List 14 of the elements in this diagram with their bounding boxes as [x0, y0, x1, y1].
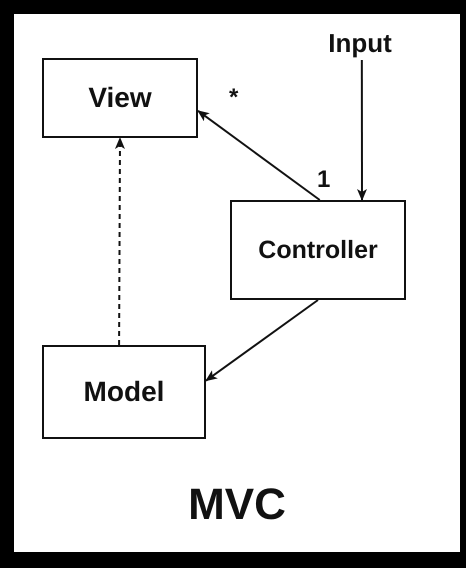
class-box — [42, 58, 198, 138]
diagram-title: MVC — [187, 480, 287, 530]
arrow — [197, 110, 320, 201]
multiplicity-label: 1 — [317, 166, 330, 194]
multiplicity-label: * — [229, 84, 238, 112]
box-label: View — [88, 82, 152, 114]
input-label: Input — [328, 28, 392, 58]
class-box — [42, 345, 206, 439]
arrow — [205, 299, 319, 382]
arrow — [356, 60, 367, 201]
class-box — [230, 200, 406, 300]
arrow — [114, 137, 125, 345]
box-label: Model — [84, 376, 164, 408]
box-label: Controller — [258, 236, 378, 264]
